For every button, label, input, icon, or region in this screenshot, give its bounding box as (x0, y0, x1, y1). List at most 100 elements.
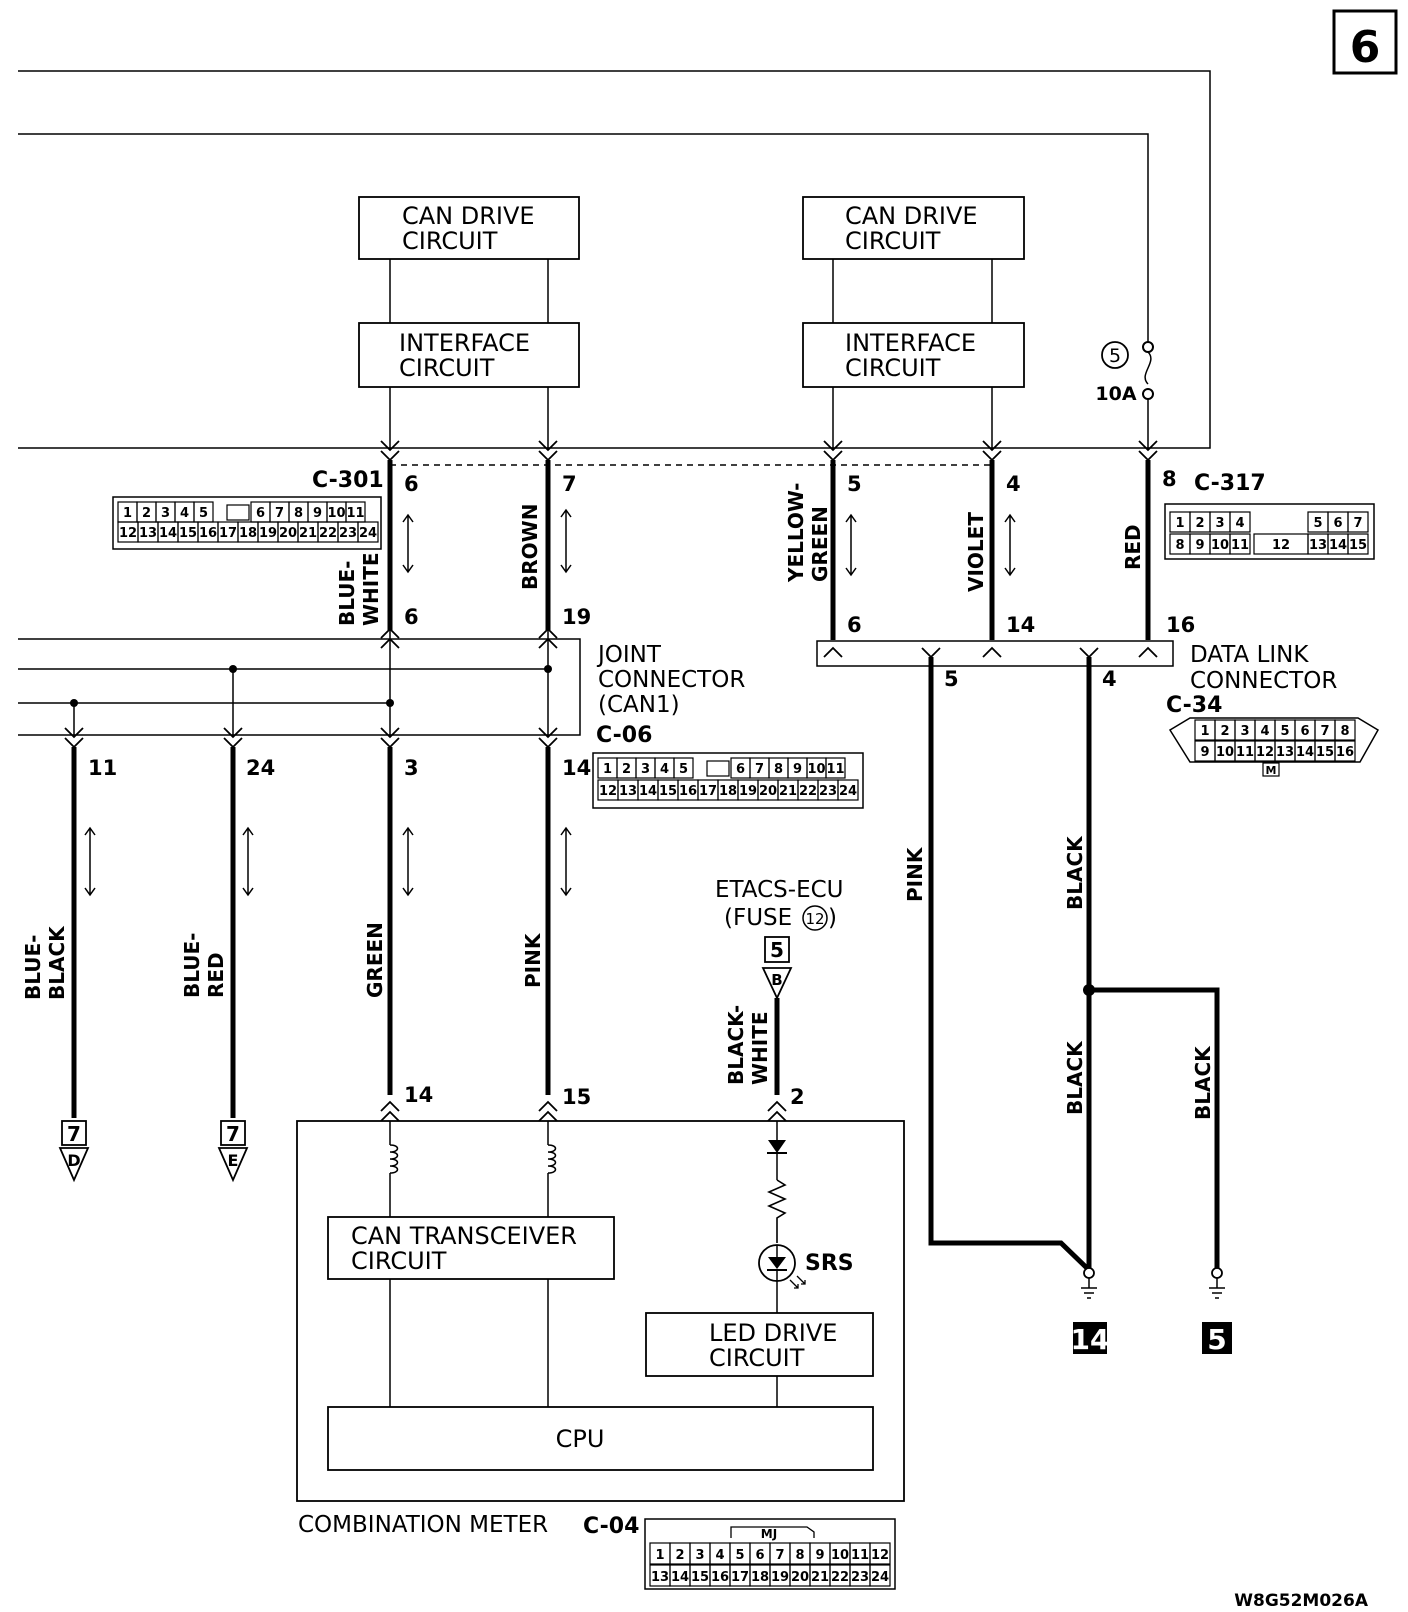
connector-pin-label: 7 (1353, 516, 1362, 531)
connector-pin-label: 8 (774, 762, 783, 777)
connector-pin-label: 8 (1340, 724, 1349, 739)
wire-label-blue-red: BLUE- RED (180, 933, 228, 998)
connector-pin-label: 12 (1256, 745, 1274, 760)
pin-c317-5: 5 (847, 472, 862, 496)
can-drive-2-line-2: CIRCUIT (845, 227, 941, 255)
diode (767, 1121, 787, 1180)
connector-pin-label: 1 (1200, 724, 1209, 739)
joint-drops (73, 630, 549, 735)
connector-pin-label: 14 (159, 526, 177, 541)
connector-pin-label: 18 (751, 1570, 769, 1585)
can-drive-1-line-2: CIRCUIT (402, 227, 498, 255)
connector-pin-label: 2 (1195, 516, 1204, 531)
wire-label-violet: VIOLET (964, 512, 988, 592)
ground-5: 5 (1202, 1267, 1232, 1356)
connector-pin-label: 4 (1260, 724, 1269, 739)
connector-pin-label: 13 (1276, 745, 1294, 760)
connector-pin-label: 4 (660, 762, 669, 777)
interface-2-line-2: CIRCUIT (845, 354, 941, 382)
signal-arrows (84, 508, 1016, 897)
can-drive-2-line-1: CAN DRIVE (845, 202, 978, 230)
connector-pin-label: 14 (639, 784, 657, 799)
resistor (767, 1179, 787, 1243)
connector-pin-label: 20 (791, 1570, 809, 1585)
connector-pin-label: 2 (1220, 724, 1229, 739)
pin-c317-4: 4 (1006, 472, 1021, 496)
connector-pin-label: 5 (679, 762, 688, 777)
connector-pin-label: 3 (641, 762, 650, 777)
c04-id: C-04 (583, 1514, 639, 1539)
connector-pin-label: 24 (359, 526, 377, 541)
wire-label-pink-a: PINK (521, 932, 545, 988)
can-transceiver-box (327, 1216, 615, 1280)
svg-text:BLACK-: BLACK- (724, 1005, 748, 1085)
connector-pin-label: 21 (779, 784, 797, 799)
svg-text:5: 5 (1207, 1323, 1226, 1356)
connector-pin-label: 9 (1200, 745, 1209, 760)
connector-pin-label: 3 (1215, 516, 1224, 531)
connector-key (706, 760, 730, 777)
svg-text:7: 7 (67, 1122, 81, 1146)
connector-pin-label: 12 (1272, 538, 1290, 553)
connector-pin-label: 3 (161, 506, 170, 521)
svg-text:BLACK: BLACK (45, 925, 69, 1000)
svg-text:WHITE: WHITE (359, 552, 383, 626)
wire-label-black-c: BLACK (1191, 1045, 1215, 1120)
svg-text:BLUE-: BLUE- (335, 561, 359, 626)
connector-pin-label: 6 (1300, 724, 1309, 739)
svg-text:7: 7 (226, 1122, 240, 1146)
interface-1-line-2: CIRCUIT (399, 354, 495, 382)
pin-c317-8: 8 (1162, 467, 1177, 491)
connector-chevrons-top (380, 440, 1158, 462)
c06-id: C-06 (596, 723, 652, 748)
connector-pin-label: 16 (199, 526, 217, 541)
joint-connector-box (18, 638, 581, 736)
cpu-label: CPU (556, 1425, 605, 1453)
data-link-output-wires (928, 657, 1220, 1272)
connector-pin-label: 10 (1216, 745, 1234, 760)
fuse-number: 5 (1109, 345, 1121, 367)
connector-cell (1229, 533, 1251, 555)
connector-pin-label: 12 (119, 526, 137, 541)
data-link-connector-bar (816, 640, 1174, 667)
connector-pin-label: 6 (736, 762, 745, 777)
connector-pin-label: 4 (180, 506, 189, 521)
connector-pin-label: 11 (1236, 745, 1254, 760)
connector-pin-label: 17 (731, 1570, 749, 1585)
fuse-5: 5 10A (1095, 341, 1154, 450)
connector-pin-label: 24 (839, 784, 857, 799)
connector-pin-label: 14 (1296, 745, 1314, 760)
pin-jc-6: 6 (404, 605, 419, 629)
connector-pin-label: 8 (294, 506, 303, 521)
connector-pin-label: 12 (871, 1548, 889, 1563)
connector-pin-label: 15 (179, 526, 197, 541)
connector-pin-label: 2 (622, 762, 631, 777)
page-number-box (1332, 9, 1398, 75)
wire-label-blue-white: BLUE- WHITE (335, 552, 383, 626)
can-transceiver-line-1: CAN TRANSCEIVER (351, 1222, 577, 1250)
black-splice (1083, 984, 1095, 996)
box-links (389, 259, 993, 448)
connector-pin-label: 19 (771, 1570, 789, 1585)
connector-pin-label: 15 (1316, 745, 1334, 760)
connector-cell (869, 1542, 891, 1565)
can-drive-1-line-1: CAN DRIVE (402, 202, 535, 230)
can-transceiver-line-2: CIRCUIT (351, 1247, 447, 1275)
interface-2-line-1: INTERFACE (845, 329, 976, 357)
connector-pin-label: 7 (1320, 724, 1329, 739)
pin-c06-3: 3 (404, 756, 419, 780)
cpu-box (327, 1406, 874, 1471)
svg-text:BLUE-: BLUE- (180, 933, 204, 998)
interface-1-line-1: INTERFACE (399, 329, 530, 357)
connector-cell (1347, 533, 1369, 555)
connector-pin-label: 18 (719, 784, 737, 799)
fuse-rating: 10A (1095, 383, 1136, 405)
connector-pin-label: 12 (599, 784, 617, 799)
connector-pin-label: 9 (1195, 538, 1204, 553)
connector-pin-label: 2 (675, 1548, 684, 1563)
c301-id: C-301 (312, 468, 384, 493)
led-drive-line-1: LED DRIVE (709, 1319, 837, 1347)
connector-pin-label: 1 (603, 762, 612, 777)
